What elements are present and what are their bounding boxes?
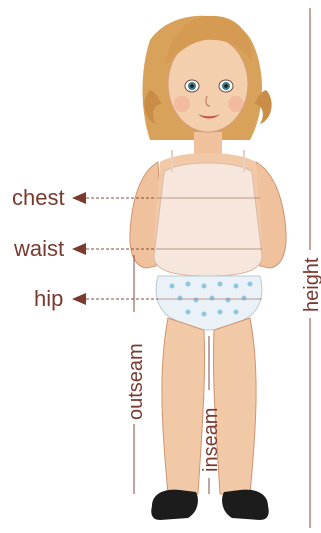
height-measure: height bbox=[301, 8, 321, 528]
right-cheek bbox=[228, 96, 244, 112]
left-shoe bbox=[151, 490, 198, 520]
height-label: height bbox=[301, 257, 321, 312]
hip-label: hip bbox=[34, 286, 63, 311]
left-leg bbox=[162, 318, 205, 494]
outseam-measure: outseam bbox=[125, 255, 147, 494]
chest-label: chest bbox=[12, 185, 65, 210]
chest-arrow-icon bbox=[72, 192, 86, 204]
waist-arrow-icon bbox=[72, 243, 86, 255]
hip-arrow-icon bbox=[72, 293, 86, 305]
waist-label: waist bbox=[13, 236, 64, 261]
inseam-label: inseam bbox=[200, 408, 222, 472]
left-cheek bbox=[174, 96, 190, 112]
camisole bbox=[154, 163, 262, 276]
outseam-label: outseam bbox=[125, 343, 147, 420]
right-shoe bbox=[222, 490, 269, 520]
